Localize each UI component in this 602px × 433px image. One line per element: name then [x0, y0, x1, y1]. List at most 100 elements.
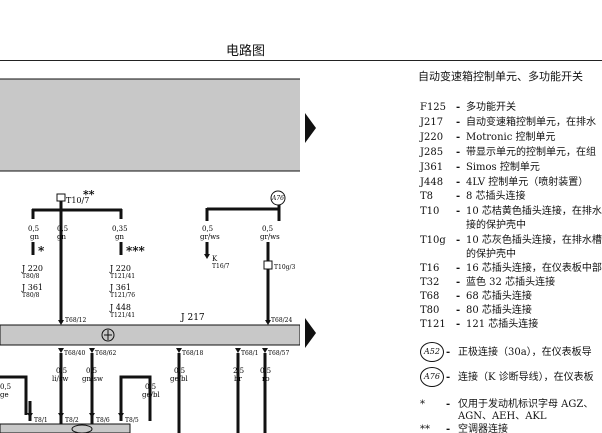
bottom-wire-4-size: 0,5 — [260, 367, 271, 375]
legend-dash: - — [456, 277, 461, 288]
wire1-color: gn — [30, 233, 39, 241]
bottom-wire-2-size: 0,5 — [174, 367, 185, 375]
bottom-pin-1: T68/62 — [95, 350, 116, 357]
legend-dash: - — [456, 191, 461, 202]
legend-desc: 自动变速箱控制单元，在排水 — [466, 117, 596, 128]
connection-circle-icon: A52 — [420, 342, 444, 362]
legend-panel: 自动变速箱控制单元、多功能开关 F125 - 多功能开关 J217 - 自动变速… — [418, 68, 602, 433]
legend-code: T10 — [420, 206, 440, 217]
legend-code: T80 — [420, 305, 440, 316]
mid-wire-color: ge/bl — [142, 391, 160, 399]
unit-pin-right: T68/24 — [271, 317, 292, 324]
t10g-pin: T10g/3 — [274, 264, 295, 271]
mid-wire-size: 0,5 — [145, 383, 156, 391]
legend-desc: 10 芯桔黄色插头连接，在排水 — [466, 206, 602, 217]
wire2-size: 0,5 — [57, 225, 68, 233]
connector-t10-7: T10/7 ** — [56, 188, 95, 209]
legend-dash: - — [446, 399, 451, 410]
legend-dash: - — [456, 162, 461, 173]
legend-code: J448 — [420, 177, 444, 188]
component-region-top — [0, 79, 300, 171]
continue-arrow-top — [305, 113, 316, 143]
legend-desc: 4LV 控制单元（喷射装置） — [466, 177, 589, 188]
connector-t10-7-marks: ** — [83, 188, 95, 201]
circuit-diagram: T10/7 ** 0,5 gn * J 220 T80/8 J 361 T80/… — [0, 61, 300, 433]
legend-desc: 仅用于发动机标识字母 AGZ、 — [458, 399, 594, 410]
legend-dash: - — [446, 372, 451, 383]
ground-symbol — [101, 328, 115, 342]
legend-dash: - — [456, 235, 461, 246]
j361-right: J 361 — [109, 283, 131, 292]
lower-pin-1: T8/2 — [65, 417, 79, 424]
legend-desc: 空调器连接 — [458, 424, 508, 433]
unit-pin-left: T68/12 — [65, 317, 86, 324]
legend-desc: 121 芯插头连接 — [466, 319, 539, 330]
bottom-wire-4: T68/57 0,5 ro — [260, 348, 289, 433]
legend-code: J361 — [420, 162, 444, 173]
k-label: K — [212, 255, 218, 263]
j361-left-pin: T80/8 — [22, 292, 40, 299]
conn-a76-label: A76 — [271, 195, 284, 202]
legend-desc: 8 芯插头连接 — [466, 191, 526, 202]
bottom-wire-0-color: li/sw — [52, 375, 68, 383]
legend-code: T8 — [420, 191, 434, 202]
component-region-bottom — [0, 423, 131, 433]
legend-desc: AGN、AEH、AKL — [458, 411, 547, 422]
bottom-wire-3: T68/1 2,5 br — [233, 348, 258, 433]
legend-desc: 多功能开关 — [466, 102, 516, 113]
j448: J 448 — [109, 303, 131, 312]
mark-star: * — [38, 244, 45, 258]
bottom-wire-4-color: ro — [262, 375, 270, 383]
j220-left-pin: T80/8 — [22, 273, 40, 280]
legend-desc: 的保护壳中 — [466, 249, 516, 260]
bottom-wire-1: T68/62 0,5 gn/sw — [82, 348, 116, 433]
wire3-color: gn — [115, 233, 124, 241]
note-mark: * — [420, 399, 425, 410]
legend-code: T121 — [420, 319, 446, 330]
page-title: 电路图 — [226, 44, 266, 59]
bottom-pin-4: T68/57 — [268, 350, 289, 357]
connector-t10-7-label: T10/7 — [66, 196, 89, 205]
legend-desc: 16 芯插头连接，在仪表板中部 — [466, 263, 602, 274]
legend-dash: - — [456, 206, 461, 217]
left-edge-wire-color: ge — [0, 391, 9, 399]
legend-code: J217 — [420, 117, 444, 128]
k-pin: T16/7 — [212, 263, 230, 270]
legend-desc: 80 芯插头连接 — [466, 305, 532, 316]
wire1-size: 0,5 — [28, 225, 39, 233]
legend-desc: Simos 控制单元 — [466, 162, 540, 173]
bottom-pin-0: T68/40 — [64, 350, 85, 357]
bottom-pin-3: T68/1 — [241, 350, 258, 357]
unit-label: J 217 — [180, 313, 205, 323]
bottom-wire-1-color: gn/sw — [82, 375, 103, 383]
legend-code: T32 — [420, 277, 440, 288]
legend-desc: 接的保护壳中 — [466, 220, 526, 231]
bottom-wire-3-color: br — [234, 375, 242, 383]
j220-right-pin: T121/41 — [110, 273, 135, 280]
bottom-pin-2: T68/18 — [182, 350, 203, 357]
legend-dash: - — [456, 132, 461, 143]
legend-dash: - — [456, 177, 461, 188]
legend-desc: 蓝色 32 芯插头连接 — [466, 277, 556, 288]
left-edge-wire-size: 0,5 — [0, 383, 11, 391]
j361-left: J 361 — [21, 283, 43, 292]
legend-desc: 10 芯灰色插头连接，在排水槽 — [466, 235, 602, 246]
legend-dash: - — [456, 102, 461, 113]
j361-right-pin: T121/76 — [110, 292, 135, 299]
lower-pin-3: T8/5 — [125, 417, 139, 424]
mark-triple-star: *** — [126, 244, 146, 258]
legend-dash: - — [446, 424, 451, 433]
wire5-color: gr/ws — [260, 233, 280, 241]
legend-dash: - — [456, 263, 461, 274]
legend-desc: 正极连接（30a），在仪表板导 — [458, 347, 592, 358]
control-unit-j217 — [0, 324, 300, 346]
bottom-wire-3-size: 2,5 — [233, 367, 244, 375]
legend-code: J220 — [420, 132, 444, 143]
continue-arrow-mid — [305, 318, 316, 348]
legend-desc: 68 芯插头连接 — [466, 291, 532, 302]
bottom-wire-2: T68/18 0,5 ge/bl — [170, 348, 203, 433]
bottom-wire-2-color: ge/bl — [170, 375, 188, 383]
legend-code: F125 — [420, 102, 447, 113]
title-rule — [0, 60, 602, 61]
legend-dash: - — [456, 291, 461, 302]
